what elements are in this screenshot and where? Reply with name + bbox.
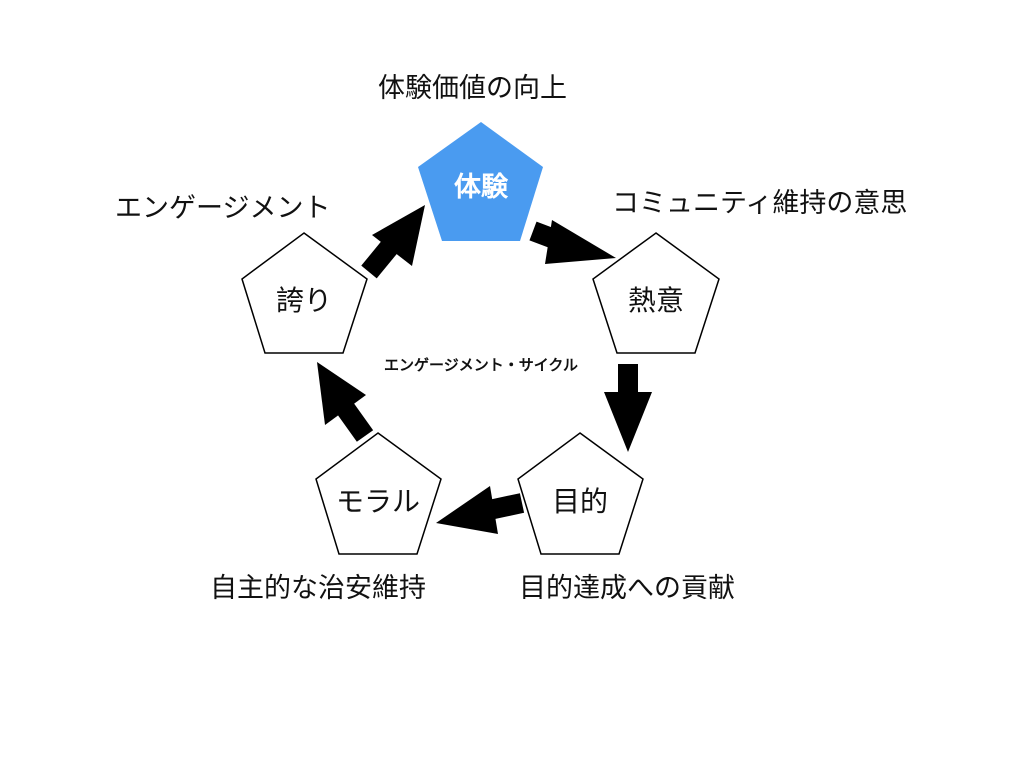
caption-pride: エンゲージメント xyxy=(115,193,331,224)
arrow-experience-to-passion-head xyxy=(545,220,616,264)
cycle-title: エンゲージメント・サイクル xyxy=(384,356,578,374)
node-passion-label: 熱意 xyxy=(628,284,684,317)
node-passion-shape xyxy=(592,232,720,354)
node-purpose-label: 目的 xyxy=(552,485,608,518)
arrow-pride-to-experience xyxy=(361,237,400,279)
caption-experience: 体験価値の向上 xyxy=(378,73,567,104)
arrow-morale-to-pride xyxy=(336,402,374,442)
node-morale-shape xyxy=(315,432,442,555)
node-experience: 体験 xyxy=(418,122,543,241)
node-morale: モラル xyxy=(315,432,442,555)
node-experience-shape xyxy=(418,122,543,241)
node-pride-label: 誇り xyxy=(276,284,332,317)
node-experience-label: 体験 xyxy=(454,172,509,203)
arrow-purpose-to-morale-head xyxy=(436,486,498,534)
node-passion: 熱意 xyxy=(592,232,720,354)
caption-passion: コミュニティ維持の意思 xyxy=(612,188,908,219)
caption-purpose: 目的達成への貢献 xyxy=(519,573,735,604)
node-purpose: 目的 xyxy=(517,432,644,555)
arrow-morale-to-pride-head xyxy=(317,362,366,425)
node-morale-label: モラル xyxy=(336,485,420,518)
node-pride-shape xyxy=(241,232,368,354)
node-pride: 誇り xyxy=(241,232,368,354)
arrow-pride-to-experience-head xyxy=(372,205,425,266)
caption-morale: 自主的な治安維持 xyxy=(210,573,426,604)
node-purpose-shape xyxy=(517,432,644,555)
cycle-arrows xyxy=(317,205,652,534)
arrow-passion-to-purpose-head xyxy=(604,392,652,452)
